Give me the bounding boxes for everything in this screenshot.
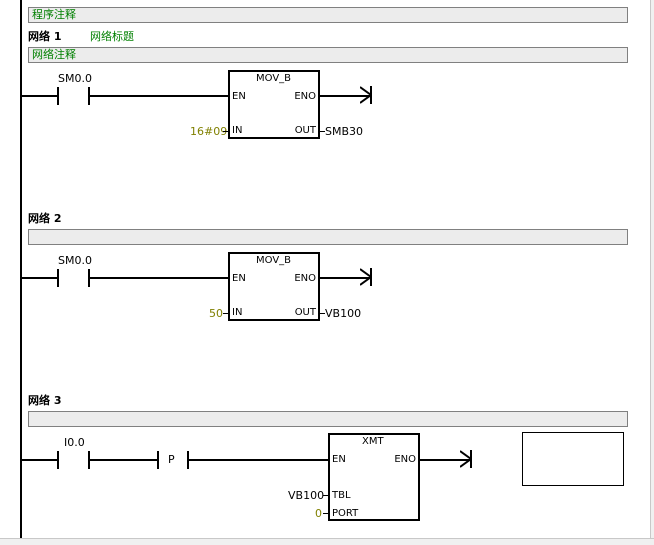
tbl-pin: TBL	[332, 490, 351, 501]
xmt-box[interactable]: XMT EN ENO TBL PORT	[328, 433, 420, 521]
horizontal-scrollbar-edge[interactable]	[0, 538, 654, 545]
program-comment-text: 程序注释	[32, 8, 76, 21]
p-contact-label[interactable]: P	[168, 453, 175, 466]
output-arrow-icon	[460, 450, 472, 468]
wire	[22, 277, 57, 279]
contact-left-bar	[57, 87, 59, 105]
wire	[320, 95, 372, 97]
pin-stub	[223, 131, 228, 132]
out-value[interactable]: SMB30	[325, 125, 364, 138]
contact-right-bar	[88, 269, 90, 287]
network-1-comment-text: 网络注释	[32, 48, 76, 61]
contact-address[interactable]: SM0.0	[58, 254, 92, 267]
network-3-title[interactable]: 网络 3	[28, 394, 62, 407]
power-rail	[20, 0, 22, 540]
port-value[interactable]: 0	[315, 507, 322, 520]
pin-stub	[323, 495, 328, 496]
eno-pin: ENO	[294, 91, 316, 102]
port-pin: PORT	[332, 508, 359, 519]
program-comment-bar[interactable]: 程序注释	[28, 7, 628, 23]
wire	[90, 95, 229, 97]
network-2-title[interactable]: 网络 2	[28, 212, 62, 225]
network-3-comment-bar[interactable]	[28, 411, 628, 427]
wire	[90, 277, 229, 279]
en-pin: EN	[232, 91, 246, 102]
mov-b-box[interactable]: MOV_B EN ENO IN OUT	[228, 70, 320, 139]
wire	[22, 459, 57, 461]
p-contact-left-bar	[157, 451, 159, 469]
contact-left-bar	[57, 451, 59, 469]
in-value[interactable]: 16#09	[190, 125, 228, 138]
output-arrow-icon	[360, 86, 372, 104]
en-pin: EN	[332, 454, 346, 465]
network-2-comment-bar[interactable]	[28, 229, 628, 245]
en-pin: EN	[232, 273, 246, 284]
contact-right-bar	[88, 451, 90, 469]
contact-address[interactable]: I0.0	[64, 436, 85, 449]
mov-b-box[interactable]: MOV_B EN ENO IN OUT	[228, 252, 320, 321]
wire	[189, 459, 329, 461]
vertical-scrollbar-edge[interactable]	[650, 0, 654, 544]
out-pin: OUT	[294, 125, 316, 136]
empty-instruction-box[interactable]	[522, 432, 624, 486]
box-name: MOV_B	[256, 255, 292, 266]
network-1-subtitle[interactable]: 网络标题	[90, 30, 134, 43]
box-name: XMT	[362, 436, 384, 447]
eno-pin: ENO	[294, 273, 316, 284]
contact-right-bar	[88, 87, 90, 105]
pin-stub	[323, 513, 328, 514]
pin-stub	[223, 313, 228, 314]
tbl-value[interactable]: VB100	[288, 489, 325, 502]
network-1-title[interactable]: 网络 1	[28, 30, 62, 43]
contact-left-bar	[57, 269, 59, 287]
out-value[interactable]: VB100	[325, 307, 362, 320]
wire	[90, 459, 158, 461]
box-name: MOV_B	[256, 73, 292, 84]
in-pin: IN	[232, 125, 243, 136]
editor-gutter	[0, 0, 20, 544]
pin-stub	[320, 131, 325, 132]
p-contact-right-bar	[187, 451, 189, 469]
output-arrow-icon	[360, 268, 372, 286]
contact-address[interactable]: SM0.0	[58, 72, 92, 85]
wire	[420, 459, 472, 461]
out-pin: OUT	[294, 307, 316, 318]
wire	[320, 277, 372, 279]
wire	[22, 95, 57, 97]
in-pin: IN	[232, 307, 243, 318]
pin-stub	[320, 313, 325, 314]
in-value[interactable]: 50	[209, 307, 223, 320]
eno-pin: ENO	[394, 454, 416, 465]
network-1-comment-bar[interactable]: 网络注释	[28, 47, 628, 63]
